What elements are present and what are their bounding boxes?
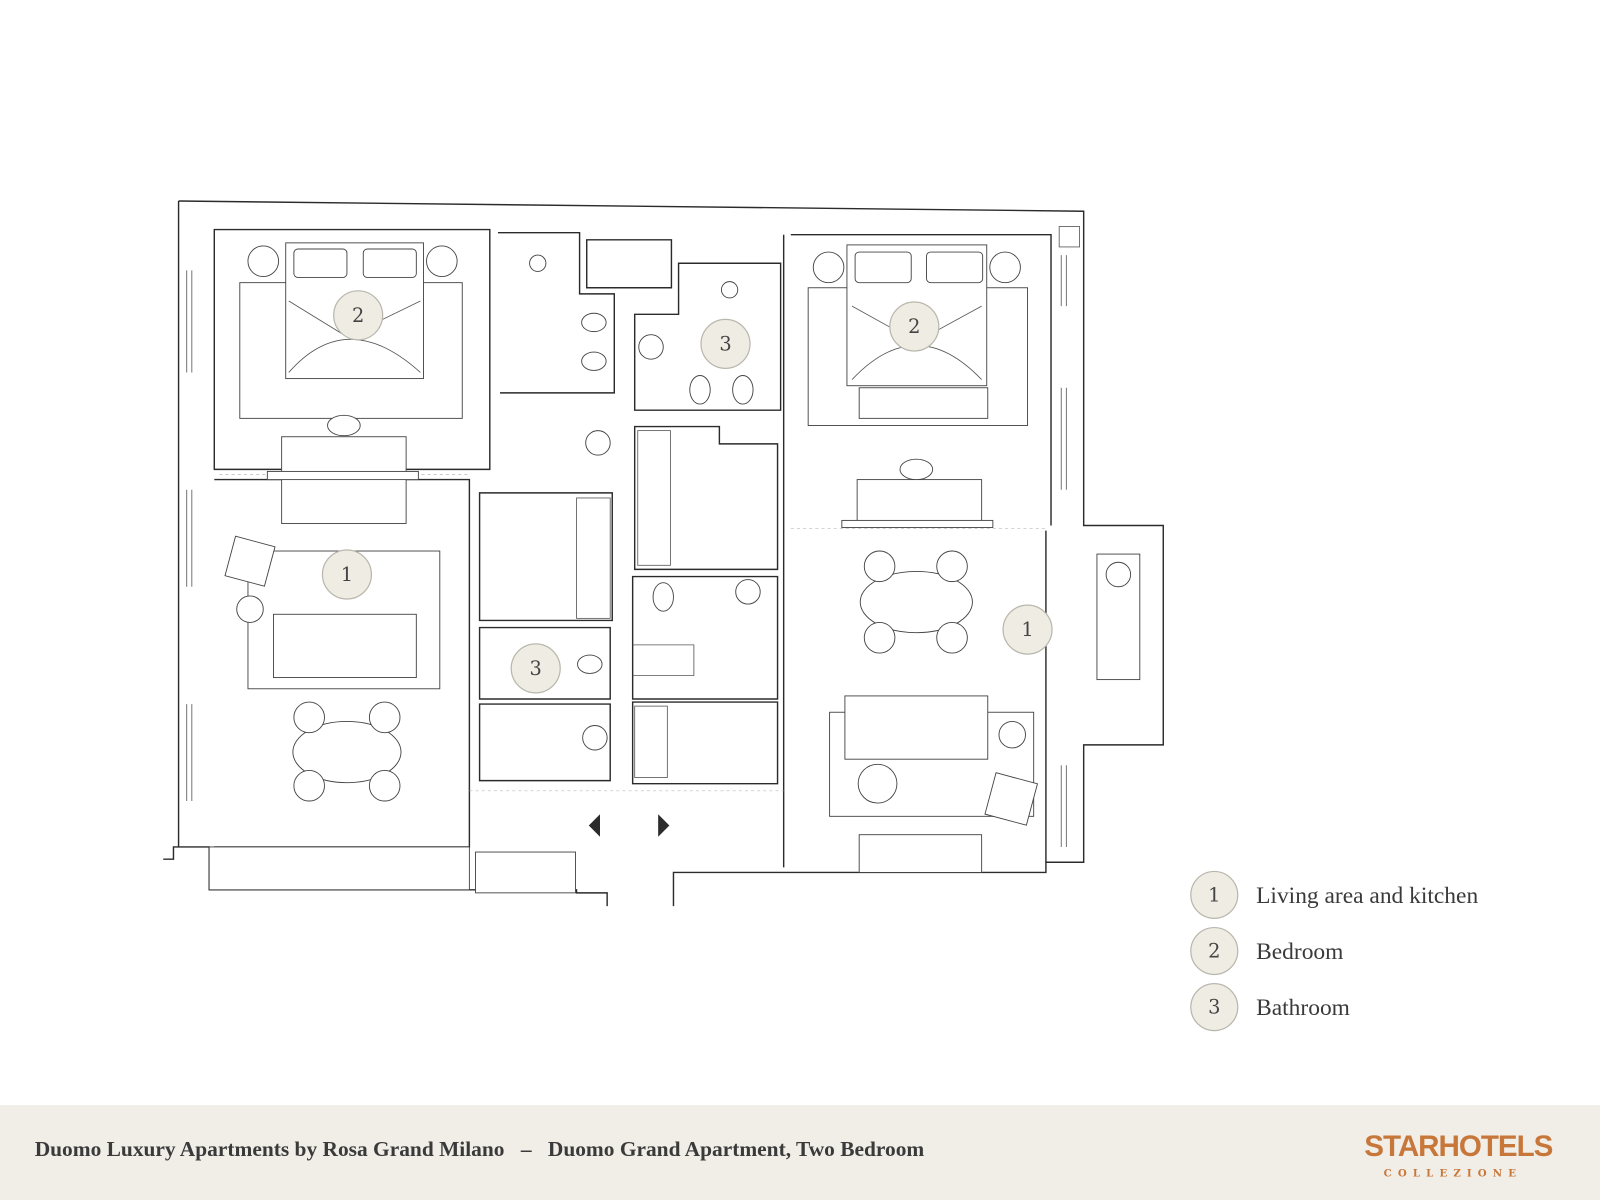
marker-number: 1 bbox=[1021, 618, 1033, 641]
legend-number: 3 bbox=[1208, 996, 1220, 1019]
footer-title: Duomo Luxury Apartments by Rosa Grand Mi… bbox=[35, 1137, 925, 1161]
footer: Duomo Luxury Apartments by Rosa Grand Mi… bbox=[0, 1105, 1600, 1200]
legend-number: 2 bbox=[1208, 940, 1220, 963]
floor-plan: 2 1 3 2 3 1 bbox=[163, 200, 1164, 907]
legend-item: 3 Bathroom bbox=[1190, 983, 1350, 1032]
room-marker-bedroom-left: 2 bbox=[333, 290, 384, 341]
room-marker-bathroom-left: 3 bbox=[510, 643, 561, 694]
room-marker-bathroom-center: 3 bbox=[700, 318, 751, 369]
marker-number: 3 bbox=[530, 657, 542, 680]
starhotels-logo: STARHOTELS COLLEZIONE bbox=[1364, 1130, 1553, 1180]
legend-item: 2 Bedroom bbox=[1190, 926, 1343, 976]
property-name: Duomo Luxury Apartments by Rosa Grand Mi… bbox=[35, 1137, 505, 1161]
marker-number: 2 bbox=[352, 304, 364, 327]
room-marker-bedroom-right: 2 bbox=[889, 301, 940, 352]
legend-number: 1 bbox=[1208, 883, 1220, 906]
apartment-name: Duomo Grand Apartment, Two Bedroom bbox=[548, 1137, 925, 1161]
room-marker-living-right: 1 bbox=[1002, 604, 1053, 655]
legend-label: Living area and kitchen bbox=[1256, 883, 1478, 909]
marker-number: 1 bbox=[341, 563, 353, 586]
entrance-arrow-left-icon bbox=[588, 814, 600, 837]
legend-item: 1 Living area and kitchen bbox=[1190, 870, 1478, 919]
marker-number: 3 bbox=[719, 332, 731, 355]
legend: 1 Living area and kitchen 2 Bedroom 3 Bathr… bbox=[1190, 870, 1478, 1032]
legend-label: Bedroom bbox=[1256, 939, 1343, 965]
legend-label: Bathroom bbox=[1256, 995, 1350, 1021]
entrance-arrow-right-icon bbox=[658, 814, 670, 837]
marker-number: 2 bbox=[908, 315, 920, 338]
logo-subtext: COLLEZIONE bbox=[1384, 1168, 1522, 1180]
title-separator: – bbox=[520, 1137, 532, 1161]
room-marker-living-left: 1 bbox=[321, 549, 373, 600]
logo-text: STARHOTELS bbox=[1364, 1130, 1552, 1163]
